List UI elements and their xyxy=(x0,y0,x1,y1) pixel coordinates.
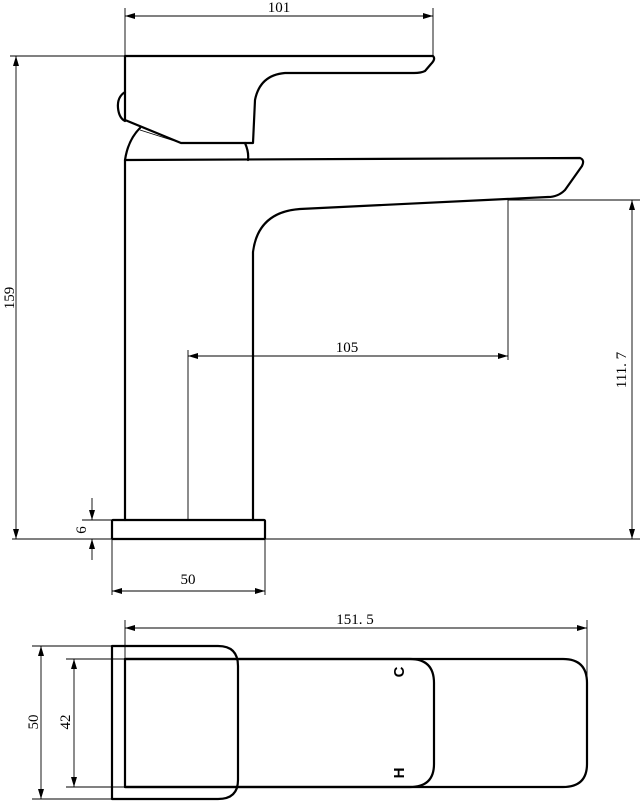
dim-label-inner-width: 42 xyxy=(58,715,74,730)
base-plate xyxy=(110,518,267,541)
dim-label-spout-height: 111. 7 xyxy=(614,351,630,388)
top-spout-outline xyxy=(123,657,589,789)
dim-label-base-thickness: 6 xyxy=(74,526,90,534)
handle-neck-base xyxy=(139,129,182,144)
top-view: 151. 5 50 42 C H xyxy=(26,612,589,801)
top-body-outline xyxy=(110,644,240,801)
dim-label-handle-length: 101 xyxy=(268,0,291,16)
dim-label-spout-reach: 105 xyxy=(336,340,359,356)
handle-neck xyxy=(123,126,250,162)
dim-label-overall-length: 151. 5 xyxy=(336,612,374,628)
faucet-body-outline xyxy=(123,156,585,522)
hot-marking: H xyxy=(391,768,408,779)
cold-marking: C xyxy=(391,666,408,677)
lever-handle-outline xyxy=(123,54,436,145)
side-view: 101 159 111. 7 105 6 50 xyxy=(2,0,640,595)
cartridge-cap xyxy=(116,90,127,123)
dim-label-outer-width: 50 xyxy=(26,715,42,730)
dim-label-base-width: 50 xyxy=(181,572,196,588)
dim-label-total-height: 159 xyxy=(2,287,18,310)
top-handle-outline xyxy=(123,657,436,789)
